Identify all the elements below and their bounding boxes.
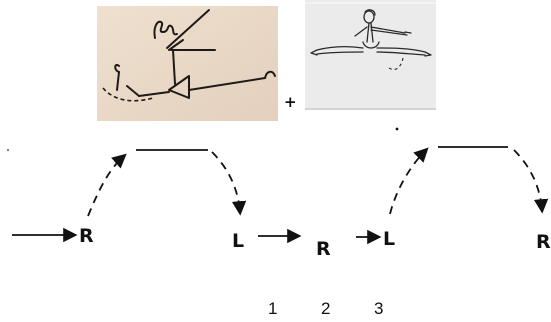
foot-label-l2: L bbox=[383, 228, 395, 250]
foot-label-r1: R bbox=[79, 225, 94, 247]
step-number-1: 1 bbox=[268, 299, 277, 318]
dashed-fall-1 bbox=[211, 151, 247, 216]
stray-dot bbox=[7, 149, 9, 151]
plus-sign: + bbox=[284, 93, 297, 111]
stray-dot bbox=[395, 127, 399, 131]
dashed-rise-2 bbox=[389, 147, 429, 215]
step-number-2: 2 bbox=[321, 299, 330, 318]
dashed-rise-1 bbox=[87, 153, 127, 217]
foot-label-r2: R bbox=[316, 238, 331, 260]
stick-figure-sketch-image bbox=[97, 6, 278, 121]
dancer-leap-image bbox=[305, 0, 436, 110]
foot-label-r3: R bbox=[536, 231, 551, 253]
dashed-fall-2 bbox=[513, 149, 549, 214]
foot-label-l1: L bbox=[232, 230, 244, 252]
step-number-3: 3 bbox=[374, 299, 383, 318]
